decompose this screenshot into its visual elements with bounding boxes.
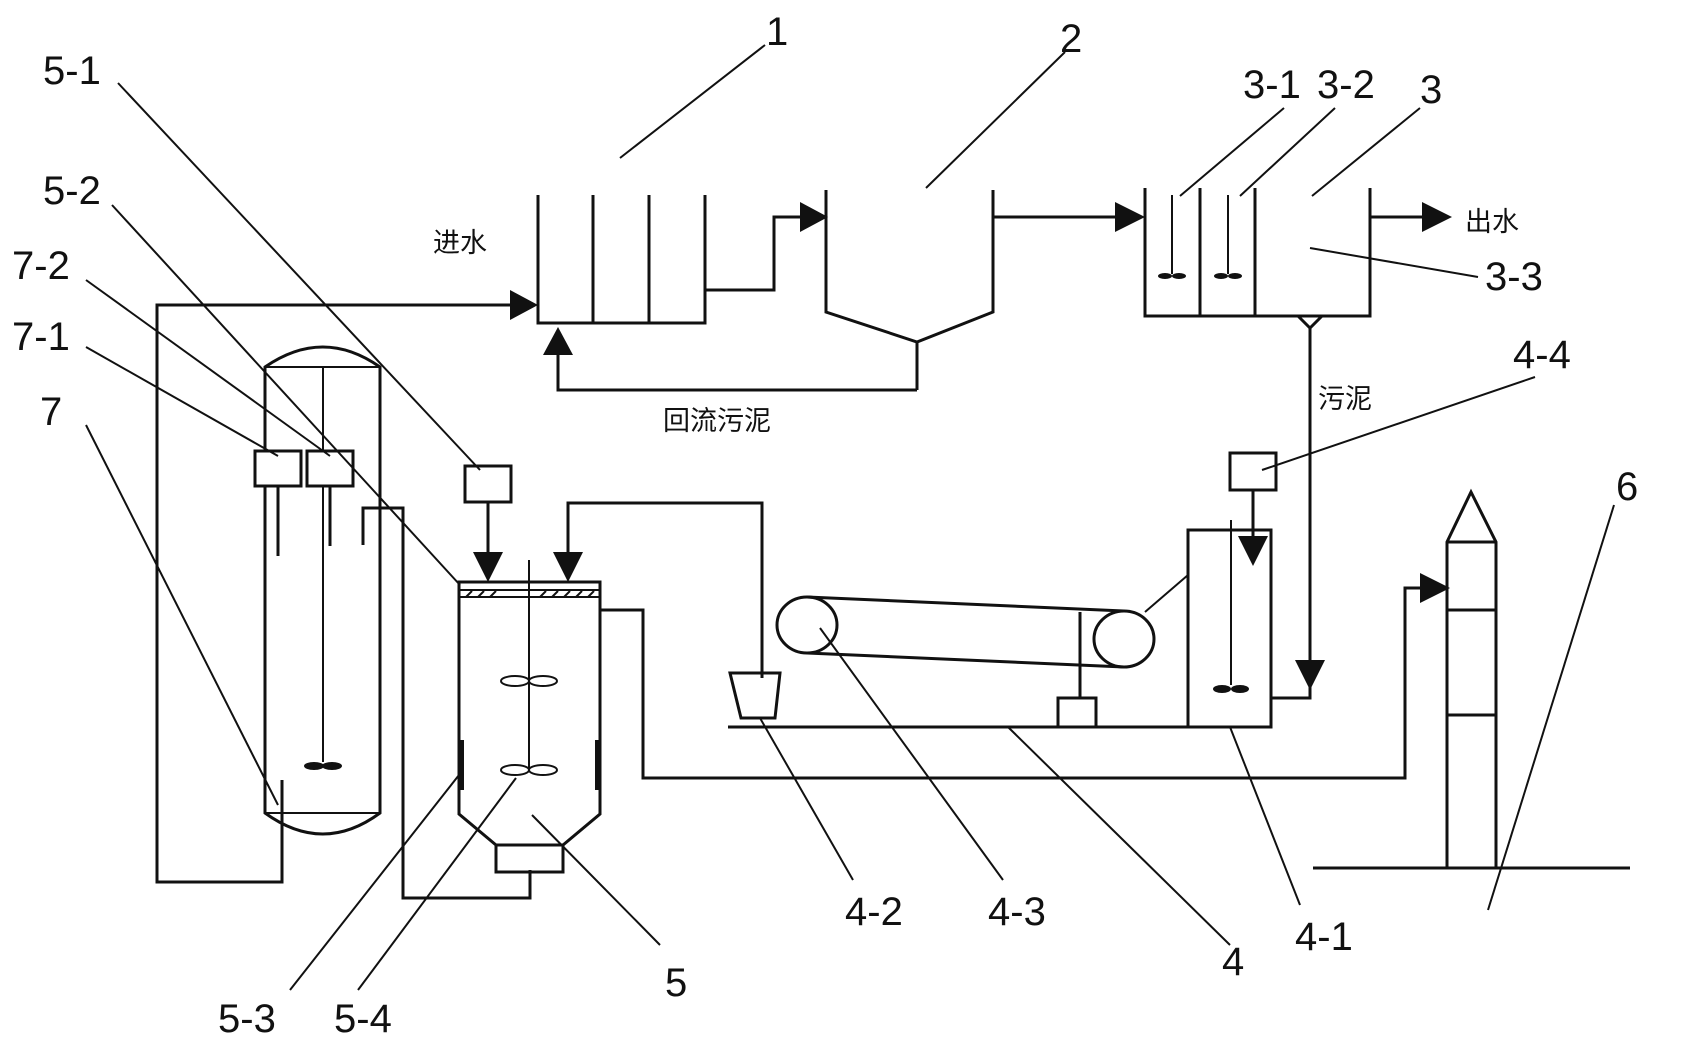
label-5-2: 5-2 [43, 169, 101, 213]
box-4-4 [1228, 451, 1278, 492]
label-3: 3 [1420, 68, 1442, 112]
label-2: 2 [1060, 17, 1082, 61]
arrow-sludge-down [1295, 660, 1325, 690]
arrow-inlet-1 [510, 290, 538, 320]
sludge-label: 污泥 [1318, 384, 1372, 415]
label-4-3: 4-3 [988, 890, 1046, 934]
flow-arrows [473, 202, 1452, 690]
tank-3 [1143, 188, 1372, 660]
label-1: 1 [766, 10, 788, 54]
return-sludge-label: 回流污泥 [663, 406, 771, 437]
label-5-3: 5-3 [218, 997, 276, 1041]
label-5-4: 5-4 [334, 997, 392, 1041]
arrow-4-4 [1238, 536, 1268, 566]
label-3-2: 3-2 [1317, 63, 1375, 107]
label-4-2: 4-2 [845, 890, 903, 934]
label-7: 7 [40, 390, 62, 434]
label-5-1: 5-1 [43, 49, 101, 93]
arrow-outlet [1422, 202, 1452, 232]
label-4-4: 4-4 [1513, 333, 1571, 377]
settling-tank-2 [824, 190, 995, 390]
number-labels: 1 2 3-1 3-2 3 3-3 4-4 6 5-1 5-2 7-2 7-1 … [12, 10, 1638, 1041]
arrow-5-1 [473, 552, 503, 582]
box-7-1 [253, 449, 303, 488]
text-labels: 进水 出水 回流污泥 污泥 [433, 207, 1519, 437]
arrow-to-6 [1420, 573, 1450, 603]
leader-lines [85, 44, 1615, 991]
label-7-1: 7-1 [12, 315, 70, 359]
label-3-3: 3-3 [1485, 255, 1543, 299]
label-5: 5 [665, 961, 687, 1005]
label-6: 6 [1616, 465, 1638, 509]
arrow-to-2 [800, 202, 828, 232]
label-7-2: 7-2 [12, 244, 70, 288]
pipes-top [155, 215, 1422, 884]
arrow-to-3 [1115, 202, 1145, 232]
box-5-1 [463, 464, 513, 504]
dewatering-unit-4 [728, 451, 1312, 729]
reactor-7 [253, 345, 532, 900]
label-4-1: 4-1 [1295, 915, 1353, 959]
tower-6 [1313, 488, 1630, 870]
reactor-5 [457, 464, 1425, 874]
label-4: 4 [1222, 940, 1244, 984]
outlet-label: 出水 [1465, 207, 1519, 238]
arrow-return-sludge [543, 327, 573, 355]
box-7-2 [305, 449, 355, 488]
arrow-return-5 [553, 552, 583, 582]
inlet-label: 进水 [433, 228, 487, 259]
tank-1 [536, 195, 707, 325]
label-3-1: 3-1 [1243, 63, 1301, 107]
